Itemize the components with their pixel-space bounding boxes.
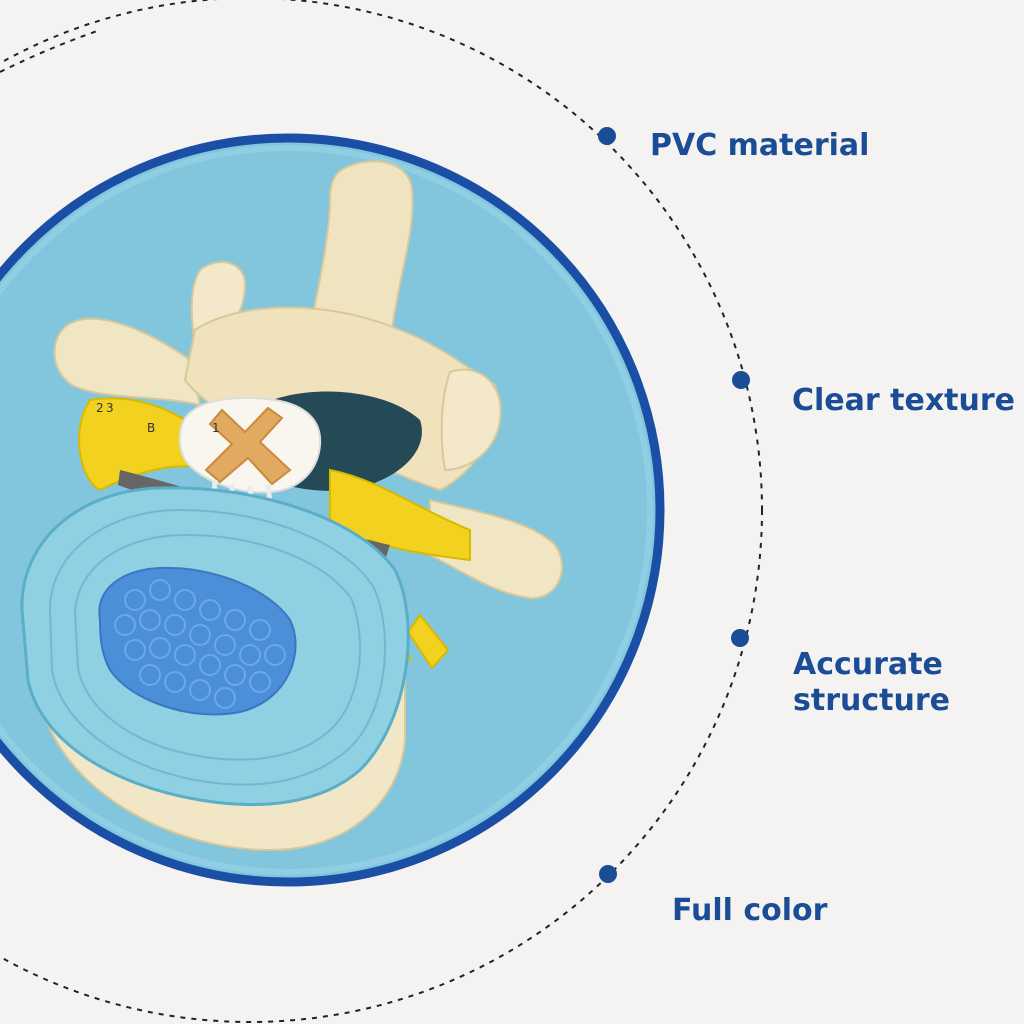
- nucleus-texture: [114, 579, 286, 709]
- left-nerve-root: [78, 397, 217, 492]
- dashed-arc: [0, 29, 101, 73]
- dot-icon-structure: [731, 629, 749, 647]
- feature-label-clear-texture: Clear texture: [792, 383, 1016, 418]
- annulus-ring-2: [73, 533, 361, 761]
- model-mark-b: B: [147, 421, 155, 435]
- dot-icon-color: [599, 865, 617, 883]
- backdrop-highlight: [0, 145, 653, 875]
- intervertebral-disc: [20, 486, 410, 807]
- nucleus-pulposus: [98, 566, 297, 716]
- feature-label-pvc-material: PVC material: [650, 128, 870, 163]
- right-facet: [440, 368, 502, 472]
- model-mark-3: 3: [106, 401, 114, 415]
- feature-label-full-color: Full color: [672, 893, 828, 928]
- model-mark-2: 2: [96, 401, 104, 415]
- left-transverse-process: [53, 317, 202, 407]
- annulus-ring-1: [48, 508, 386, 786]
- spinal-cord: 1: [178, 396, 322, 527]
- nerve-branch: [406, 613, 450, 670]
- model-mark-1: 1: [212, 421, 220, 435]
- feature-label-accurate-structure: Accurate structure: [793, 647, 950, 718]
- lumbar-vertebra-model: 1 B 2 3: [20, 160, 563, 852]
- dashed-ring: [0, 0, 763, 1023]
- dot-icon-pvc: [598, 127, 616, 145]
- right-transverse-process: [429, 498, 563, 600]
- grey-matter: [204, 406, 292, 486]
- dot-icon-texture: [732, 371, 750, 389]
